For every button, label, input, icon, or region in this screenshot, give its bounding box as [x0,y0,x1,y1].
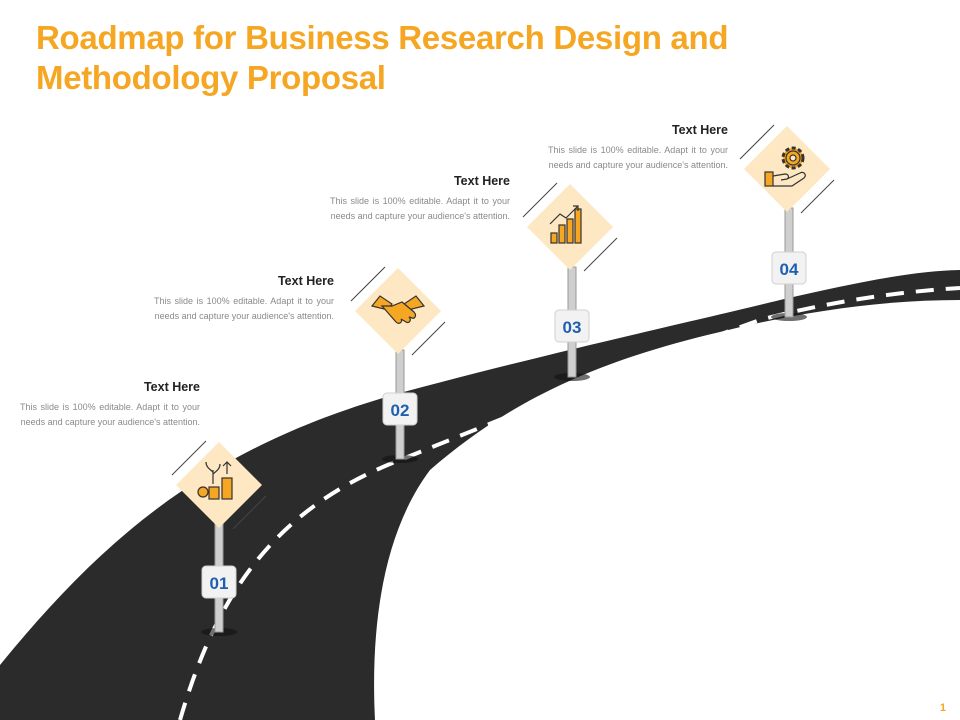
step-description: This slide is 100% editable. Adapt it to… [154,296,334,321]
badge-04: 04 [771,251,807,285]
badge-02: 02 [382,392,418,426]
step-number: 01 [210,574,229,593]
step-heading: Text Here [277,274,334,288]
step-text-03: Text Here This slide is 100% editable. A… [330,174,510,224]
coin-stack-growth-icon [197,461,233,500]
step-heading: Text Here [671,123,728,137]
road-center-dashes [178,286,960,720]
badge-03: 03 [554,309,590,343]
step-number: 03 [563,318,582,337]
page-title: Roadmap for Business Research Design and… [36,19,729,96]
step-text-01: Text Here This slide is 100% editable. A… [20,380,200,430]
step-description: This slide is 100% editable. Adapt it to… [548,145,728,170]
bar-chart-growth-icon [549,205,582,244]
step-heading: Text Here [453,174,510,188]
page-number: 1 [939,702,946,714]
badge-01: 01 [201,565,237,599]
step-text-02: Text Here This slide is 100% editable. A… [154,274,334,324]
gear-hand-icon [764,146,806,187]
step-heading: Text Here [143,380,200,394]
step-text-04: Text Here This slide is 100% editable. A… [548,123,728,173]
step-description: This slide is 100% editable. Adapt it to… [20,402,200,427]
step-number: 02 [391,401,410,420]
handshake-icon [370,295,426,324]
step-number: 04 [780,260,799,279]
step-description: This slide is 100% editable. Adapt it to… [330,196,510,221]
road [0,270,960,720]
